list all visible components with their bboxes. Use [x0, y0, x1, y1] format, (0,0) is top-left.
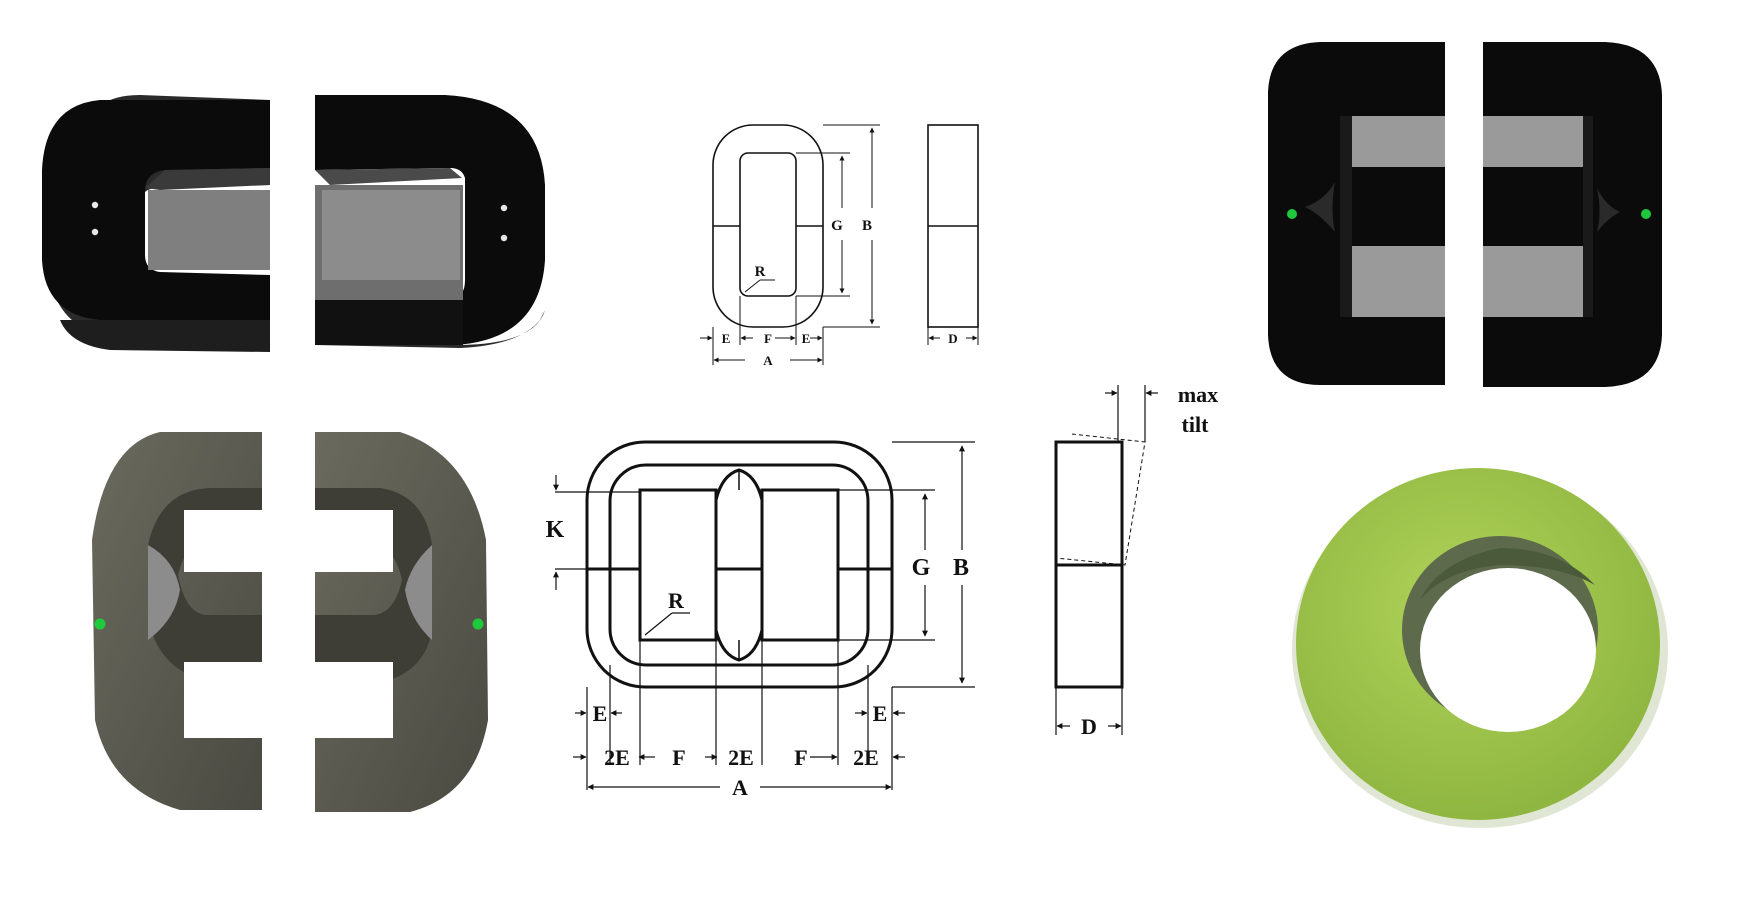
e-core-drawing: [553, 385, 1158, 790]
alignment-marker: [1287, 209, 1297, 219]
toroid-photo: [1292, 468, 1668, 828]
c-core-photo: [42, 95, 545, 352]
c-core-right-half: [315, 95, 545, 345]
alignment-marker: [94, 618, 106, 630]
e-core-black-photo: [1268, 42, 1662, 387]
dim-label-f: F: [764, 331, 772, 346]
toroid-hole: [1420, 568, 1596, 732]
dim-label-e-right: E: [873, 701, 888, 726]
c-core-drawing-labels: G B R E F E A D: [722, 218, 958, 368]
dim-label-e-right: E: [802, 331, 811, 346]
dim-label-g: G: [912, 555, 931, 581]
alignment-marker: [1641, 209, 1651, 219]
dim-label-2e-3: 2E: [853, 745, 879, 770]
dim-label-2e-1: 2E: [604, 745, 630, 770]
dim-label-f-1: F: [672, 745, 685, 770]
e-core-black-left: [1268, 42, 1445, 385]
dim-label-r: R: [668, 588, 685, 613]
e-core-black-right: [1483, 42, 1662, 387]
c-core-drawing: [700, 124, 979, 365]
max-tilt-label-line2: tilt: [1182, 412, 1210, 437]
dim-label-a: A: [763, 353, 773, 368]
max-tilt-label-line1: max: [1178, 382, 1218, 407]
dim-label-d: D: [948, 331, 957, 346]
dim-label-e-left: E: [593, 701, 608, 726]
e-core-gray-photo: [92, 432, 488, 812]
dim-label-f-2: F: [794, 745, 807, 770]
e-core-drawing-labels: K G B R E E 2E F 2E F 2E A D max tilt: [546, 382, 1219, 800]
dim-label-b: B: [953, 555, 969, 581]
alignment-marker: [472, 618, 484, 630]
c-core-left-half: [42, 100, 270, 320]
dim-label-e-left: E: [722, 331, 731, 346]
dim-label-a: A: [732, 775, 748, 800]
dim-label-r: R: [755, 264, 766, 280]
dim-label-2e-2: 2E: [728, 745, 754, 770]
dim-label-b: B: [862, 218, 872, 234]
dim-label-g: G: [831, 218, 843, 234]
dim-label-k: K: [546, 517, 565, 543]
dim-label-d: D: [1081, 714, 1097, 739]
